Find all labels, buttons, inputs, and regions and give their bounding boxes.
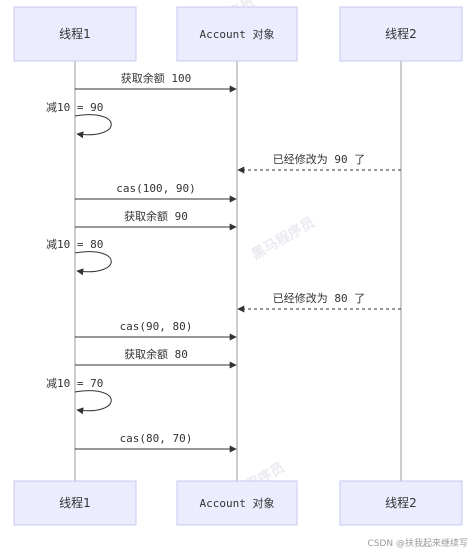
participant-thread1-top: 线程1 [13, 6, 137, 62]
message-8: cas(90, 80) [75, 320, 237, 341]
participant-label: Account 对象 [200, 496, 275, 510]
credit-text: CSDN @扶我起来继续写 [367, 537, 468, 549]
watermark-text: 黑马程序员 [249, 214, 318, 264]
message-11: cas(80, 70) [75, 432, 237, 453]
message-label: cas(90, 80) [120, 320, 193, 333]
message-label: 已经修改为 80 了 [273, 291, 366, 305]
self-message-arrow [74, 114, 112, 139]
participant-thread2-bottom: 线程2 [339, 480, 463, 526]
message-10: 减10 = 70 [46, 377, 112, 415]
participant-label: 线程2 [385, 495, 417, 510]
participant-label: 线程1 [59, 26, 91, 41]
message-label: 减10 = 70 [46, 377, 103, 390]
message-label: 减10 = 90 [46, 101, 103, 114]
message-label: 获取余额 90 [124, 209, 188, 223]
message-1: 获取余额 100 [75, 71, 237, 93]
message-7: 已经修改为 80 了 [237, 291, 401, 313]
participant-account-top: Account 对象 [176, 6, 298, 62]
participant-thread1-bottom: 线程1 [13, 480, 137, 526]
message-label: 获取余额 100 [121, 71, 192, 85]
message-6: 减10 = 80 [46, 238, 112, 276]
message-5: 获取余额 90 [75, 209, 237, 231]
message-4: cas(100, 90) [75, 182, 237, 203]
message-label: cas(80, 70) [120, 432, 193, 445]
message-label: 获取余额 80 [124, 347, 188, 361]
participant-label: 线程1 [59, 495, 91, 510]
message-label: 减10 = 80 [46, 238, 103, 251]
participant-label: 线程2 [385, 26, 417, 41]
message-2: 减10 = 90 [46, 101, 112, 139]
message-3: 已经修改为 90 了 [237, 152, 401, 174]
participant-label: Account 对象 [200, 27, 275, 41]
message-label: 已经修改为 90 了 [273, 152, 366, 166]
participant-account-bottom: Account 对象 [176, 480, 298, 526]
self-message-arrow [74, 390, 112, 415]
participant-thread2-top: 线程2 [339, 6, 463, 62]
watermark-layer: 黑马程序员黑马程序员黑马程序员 [189, 0, 318, 508]
message-label: cas(100, 90) [116, 182, 195, 195]
message-layer: 获取余额 100 减10 = 90 已经修改为 90 了 cas(100, 90) 获取… [46, 71, 401, 453]
message-9: 获取余额 80 [75, 347, 237, 369]
self-message-arrow [74, 251, 112, 276]
